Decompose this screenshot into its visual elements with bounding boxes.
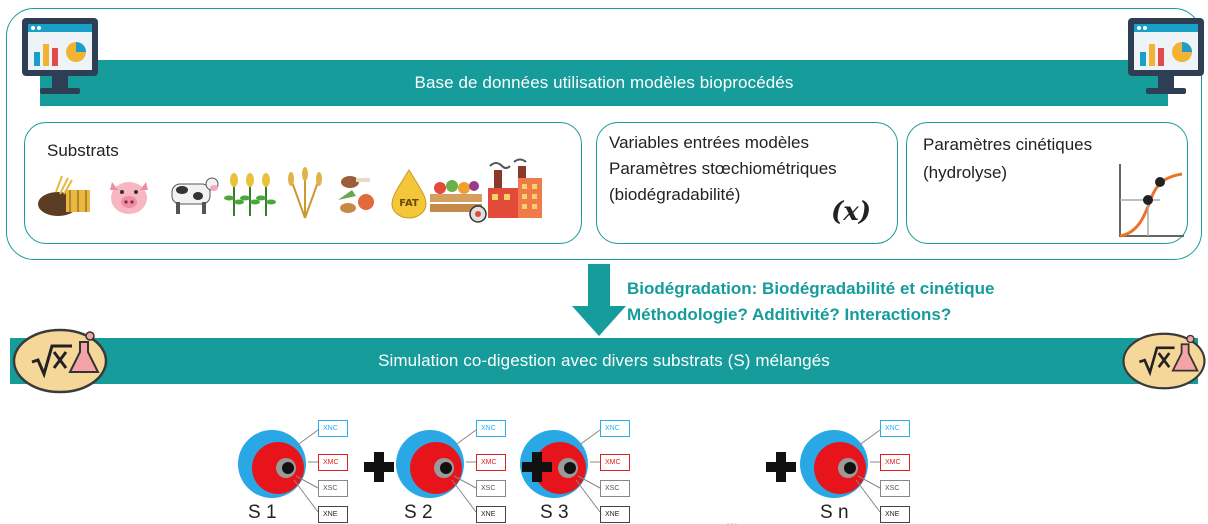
ellipsis: ...	[726, 512, 738, 524]
math-flask-icon	[1122, 332, 1206, 390]
xsc-tag: XSC	[476, 480, 506, 497]
straw-bale-icon	[38, 175, 90, 216]
substrate-label: S 2	[404, 502, 433, 523]
xne-tag: XNE	[318, 506, 348, 523]
math-flask-icon	[12, 328, 108, 394]
substrats-panel: Substrats	[24, 122, 582, 244]
svg-text:FAT: FAT	[399, 198, 419, 209]
database-title: Base de données utilisation modèles biop…	[414, 73, 794, 92]
xnc-tag: XNC	[476, 420, 506, 437]
wheat-icon	[288, 167, 322, 219]
xnc-tag: XNC	[880, 420, 910, 437]
down-arrow-shaft	[588, 264, 610, 308]
xmc-tag: XMC	[600, 454, 630, 471]
variables-line3: (biodégradabilité)	[609, 185, 741, 204]
dashboard-monitor-icon	[22, 18, 98, 94]
substrats-title: Substrats	[47, 141, 119, 160]
factory-icon	[488, 158, 542, 218]
plus-icon	[766, 452, 796, 482]
variables-line1: Variables entrées modèles	[609, 133, 810, 152]
xmc-tag: XMC	[476, 454, 506, 471]
dashboard-monitor-icon	[1128, 18, 1204, 94]
pig-icon	[110, 182, 148, 214]
xne-tag: XNE	[880, 506, 910, 523]
x-variable-symbol: (x)	[831, 197, 872, 227]
crop-plants-icon	[224, 173, 276, 216]
cinetique-line2: (hydrolyse)	[923, 163, 1008, 182]
simulation-banner: Simulation co-digestion avec divers subs…	[10, 338, 1198, 384]
database-banner: Base de données utilisation modèles biop…	[40, 60, 1168, 106]
vegetable-crate-icon	[430, 180, 487, 223]
cow-icon	[171, 177, 219, 214]
xmc-tag: XMC	[880, 454, 910, 471]
simulation-title: Simulation co-digestion avec divers subs…	[378, 351, 830, 370]
substrate-label: S 1	[248, 502, 277, 523]
biodegradation-line2: Méthodologie? Additivité? Interactions?	[627, 305, 952, 324]
fat-drop-icon: FAT	[391, 169, 427, 219]
down-arrow-icon	[572, 306, 626, 336]
biodegradation-line1: Biodégradation: Biodégradabilité et ciné…	[627, 279, 995, 298]
xnc-tag: XNC	[600, 420, 630, 437]
kinetic-curve-icon	[1119, 164, 1184, 238]
variables-panel: Variables entrées modèles Paramètres stœ…	[596, 122, 898, 244]
xsc-tag: XSC	[880, 480, 910, 497]
xne-tag: XNE	[476, 506, 506, 523]
xsc-tag: XSC	[600, 480, 630, 497]
plus-icon	[364, 452, 394, 482]
database-frame	[6, 8, 1202, 260]
xsc-tag: XSC	[318, 480, 348, 497]
xmc-tag: XMC	[318, 454, 348, 471]
substrate-particle-icon	[396, 429, 477, 513]
substrate-particle-icon	[238, 429, 319, 513]
plus-icon	[522, 452, 552, 482]
biodegradation-note: Biodégradation: Biodégradabilité et ciné…	[627, 276, 994, 328]
substrate-label: S n	[820, 502, 849, 523]
substrate-label: S 3	[540, 502, 569, 523]
xnc-tag: XNC	[318, 420, 348, 437]
variables-line2: Paramètres stœchiométriques	[609, 159, 837, 178]
cinetique-line1: Paramètres cinétiques	[923, 135, 1093, 154]
substrate-particle-icon	[800, 429, 881, 513]
food-waste-icon	[338, 176, 374, 213]
xne-tag: XNE	[600, 506, 630, 523]
